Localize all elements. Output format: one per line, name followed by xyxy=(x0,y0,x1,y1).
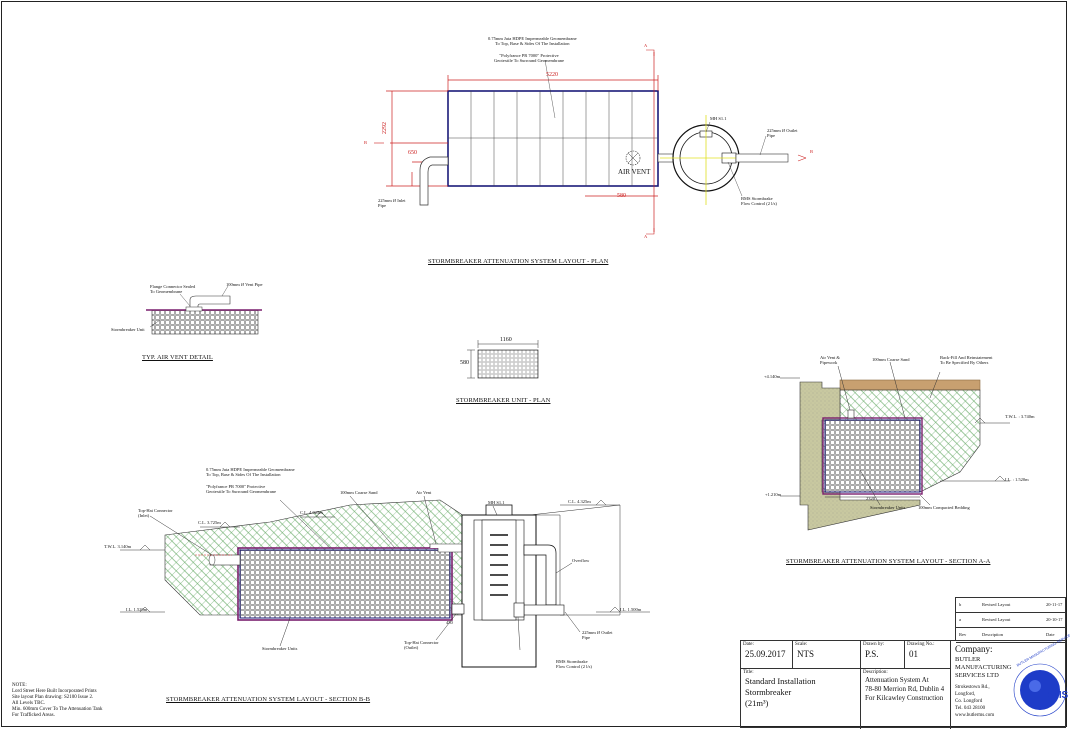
bb-twl: T.W.L. 3.140m xyxy=(104,544,132,549)
aa-dim: 2320 xyxy=(866,496,875,501)
logo-text: BMS xyxy=(1046,690,1069,701)
plan-section-b-left: B xyxy=(364,140,368,145)
plan-dim-width: 2292 xyxy=(382,122,388,134)
bb-il-left: I.L. 1.520m xyxy=(126,607,148,612)
bb-note-geomembrane: 0.75mm Juta HDPE Impermeable Geomembrane… xyxy=(206,467,295,477)
unit-plan-block xyxy=(477,349,539,379)
aa-tank xyxy=(824,419,921,493)
tb-description: Description: Attenuation System At 78-80… xyxy=(861,669,951,729)
plan-view xyxy=(374,49,807,235)
bb-cl-right: C.L. 4.325m xyxy=(568,499,591,504)
vent-detail-units xyxy=(151,309,259,335)
bb-mh-label: MH S1.1 xyxy=(488,500,505,505)
tb-company: Company: BUTLER MANUFACTURING SERVICES L… xyxy=(955,644,1012,718)
plan-note-geomembrane: 0.75mm Juta HDPE Impermeable Geomembrane… xyxy=(488,36,577,46)
section-bb-view xyxy=(120,495,650,668)
bb-il-right: I.L. 1.500m xyxy=(620,607,642,612)
unit-dim-length: 1160 xyxy=(500,337,512,343)
bb-overflow-label: Overflow xyxy=(572,558,590,563)
aa-sand-label: 100mm Coarse Sand xyxy=(872,357,910,362)
bb-overflow-pipe xyxy=(523,544,557,606)
bb-tank xyxy=(239,549,451,619)
plan-dim-length: 5220 xyxy=(546,72,558,78)
revision-header: Rev Description Date xyxy=(956,628,1065,643)
unit-plan-view xyxy=(467,340,539,379)
aa-gl-bottom: +1.210m xyxy=(765,492,782,497)
tb-title: Title: Standard Installation Stormbreake… xyxy=(741,669,861,729)
title-block: Date: 25.09.2017 Scale: NTS Drawn by: P.… xyxy=(740,640,1066,729)
bb-cl-left: C.L. 3.725m xyxy=(198,520,221,525)
general-note: NOTE: Lord Street Here Built Incorporate… xyxy=(12,683,103,718)
bb-cl-mid: C.L. 4.025m xyxy=(300,510,323,515)
plan-title: STORMBREAKER ATTENUATION SYSTEM LAYOUT -… xyxy=(428,258,609,265)
plan-section-a-bottom: A xyxy=(644,234,648,239)
aa-gl-top: +4.140m xyxy=(764,374,781,379)
bb-air-vent-label: Air Vent xyxy=(416,490,432,495)
unit-dim-width: 580 xyxy=(460,360,469,366)
bb-units-label: Stormbreaker Units xyxy=(262,646,298,651)
vent-pipe-label: 100mm Ø Vent Pipe xyxy=(226,282,263,287)
plan-outlet-pipe xyxy=(735,153,789,163)
aa-twl: T.W.L. : 3.740m xyxy=(1005,414,1035,419)
plan-inlet-pipe xyxy=(419,156,449,206)
tb-drawn: Drawn by: P.S. xyxy=(861,641,905,669)
air-vent-icon xyxy=(625,150,641,166)
aa-il: I.L. : 1.520m xyxy=(1005,477,1029,482)
vent-detail-title: TYP. AIR VENT DETAIL xyxy=(142,354,213,361)
revision-row: a Revised Layout 20-10-17 xyxy=(956,613,1065,628)
plan-dim-inlet: 650 xyxy=(408,150,417,156)
revision-table: b Revised Layout 20-11-17 a Revised Layo… xyxy=(955,597,1066,643)
plan-dimensions xyxy=(386,52,659,232)
tb-date: Date: 25.09.2017 xyxy=(741,641,793,669)
unit-plan-title: STORMBREAKER UNIT - PLAN xyxy=(456,397,551,404)
bb-dim-small: 450 xyxy=(446,620,453,625)
vent-pipe xyxy=(189,295,231,310)
bb-sand-label: 100mm Coarse Sand xyxy=(340,490,378,495)
aa-air-vent-label: Air Vent &Pipework xyxy=(820,355,840,365)
tb-drawing-no: Drawing No.: 01 xyxy=(905,641,951,669)
aa-bedding-label: 100mm Compacted Bedding xyxy=(918,505,970,510)
logo-disc xyxy=(1020,670,1060,710)
plan-air-vent-label: AIR VENT xyxy=(618,168,651,176)
air-vent-detail xyxy=(146,285,262,335)
plan-mh-label: MH S1.1 xyxy=(710,116,727,121)
bb-tophat-outlet: Top-Hat Connector(Outlet) xyxy=(404,640,439,650)
plan-section-b-right: B xyxy=(810,149,814,154)
tb-scale: Scale: NTS xyxy=(793,641,861,669)
bb-outlet-pipe xyxy=(523,604,565,616)
bb-tophat-inlet: Top-Hat Connector(Inlet) xyxy=(138,508,173,518)
revision-row: b Revised Layout 20-11-17 xyxy=(956,598,1065,613)
plan-units-grid xyxy=(448,91,658,186)
section-aa-view xyxy=(780,361,1010,531)
vent-unit-label: Stormbreaker Unit xyxy=(111,327,145,332)
plan-dim-outlet: 580 xyxy=(617,193,626,199)
plan-section-a-top: A xyxy=(644,43,648,48)
aa-units-label: Stormbreaker Units xyxy=(870,505,906,510)
bb-title: STORMBREAKER ATTENUATION SYSTEM LAYOUT -… xyxy=(166,696,371,703)
bms-logo xyxy=(1013,663,1067,717)
aa-title: STORMBREAKER ATTENUATION SYSTEM LAYOUT -… xyxy=(786,558,991,565)
aa-topsoil xyxy=(839,379,981,391)
